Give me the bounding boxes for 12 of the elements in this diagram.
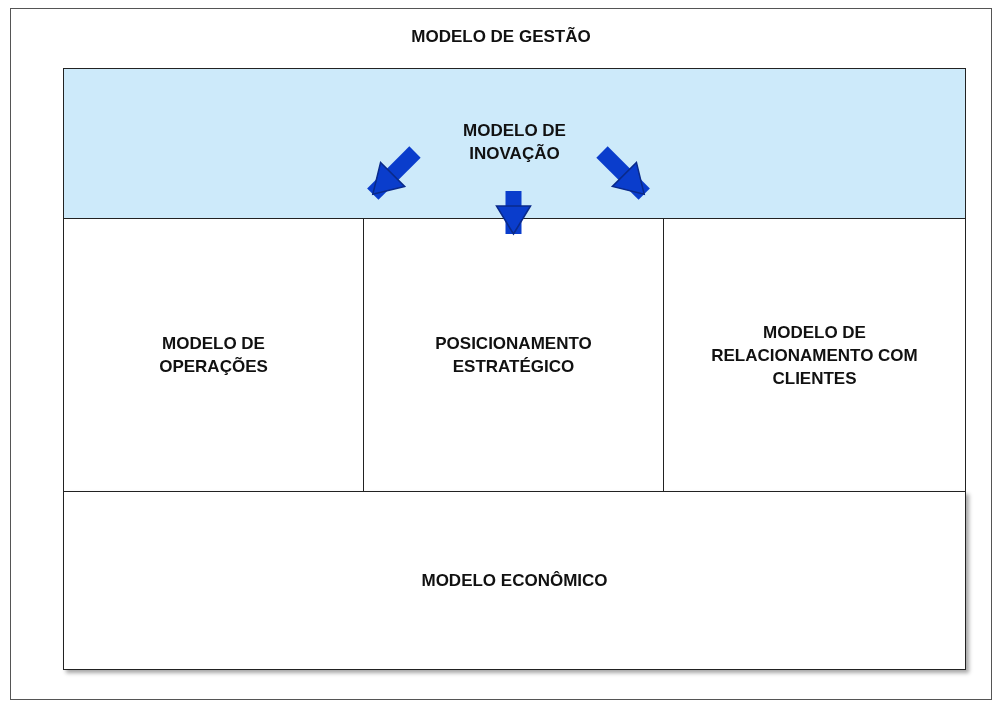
frame-box [10, 8, 992, 700]
box-label: MODELO DE INOVAÇÃO [462, 120, 567, 165]
section-box [63, 491, 966, 670]
block-arrow [495, 191, 532, 235]
box-label: MODELO DE RELACIONAMENTO COM CLIENTES [710, 321, 919, 390]
box-label: MODELO DE GESTÃO [411, 26, 591, 48]
block-arrow [367, 146, 421, 200]
box-label: MODELO ECONÔMICO [421, 570, 608, 592]
box-label: MODELO DE OPERAÇÕES [158, 333, 269, 378]
section-box [63, 68, 966, 219]
block-arrow [596, 146, 650, 200]
box-label: POSICIONAMENTO ESTRATÉGICO [434, 333, 593, 378]
